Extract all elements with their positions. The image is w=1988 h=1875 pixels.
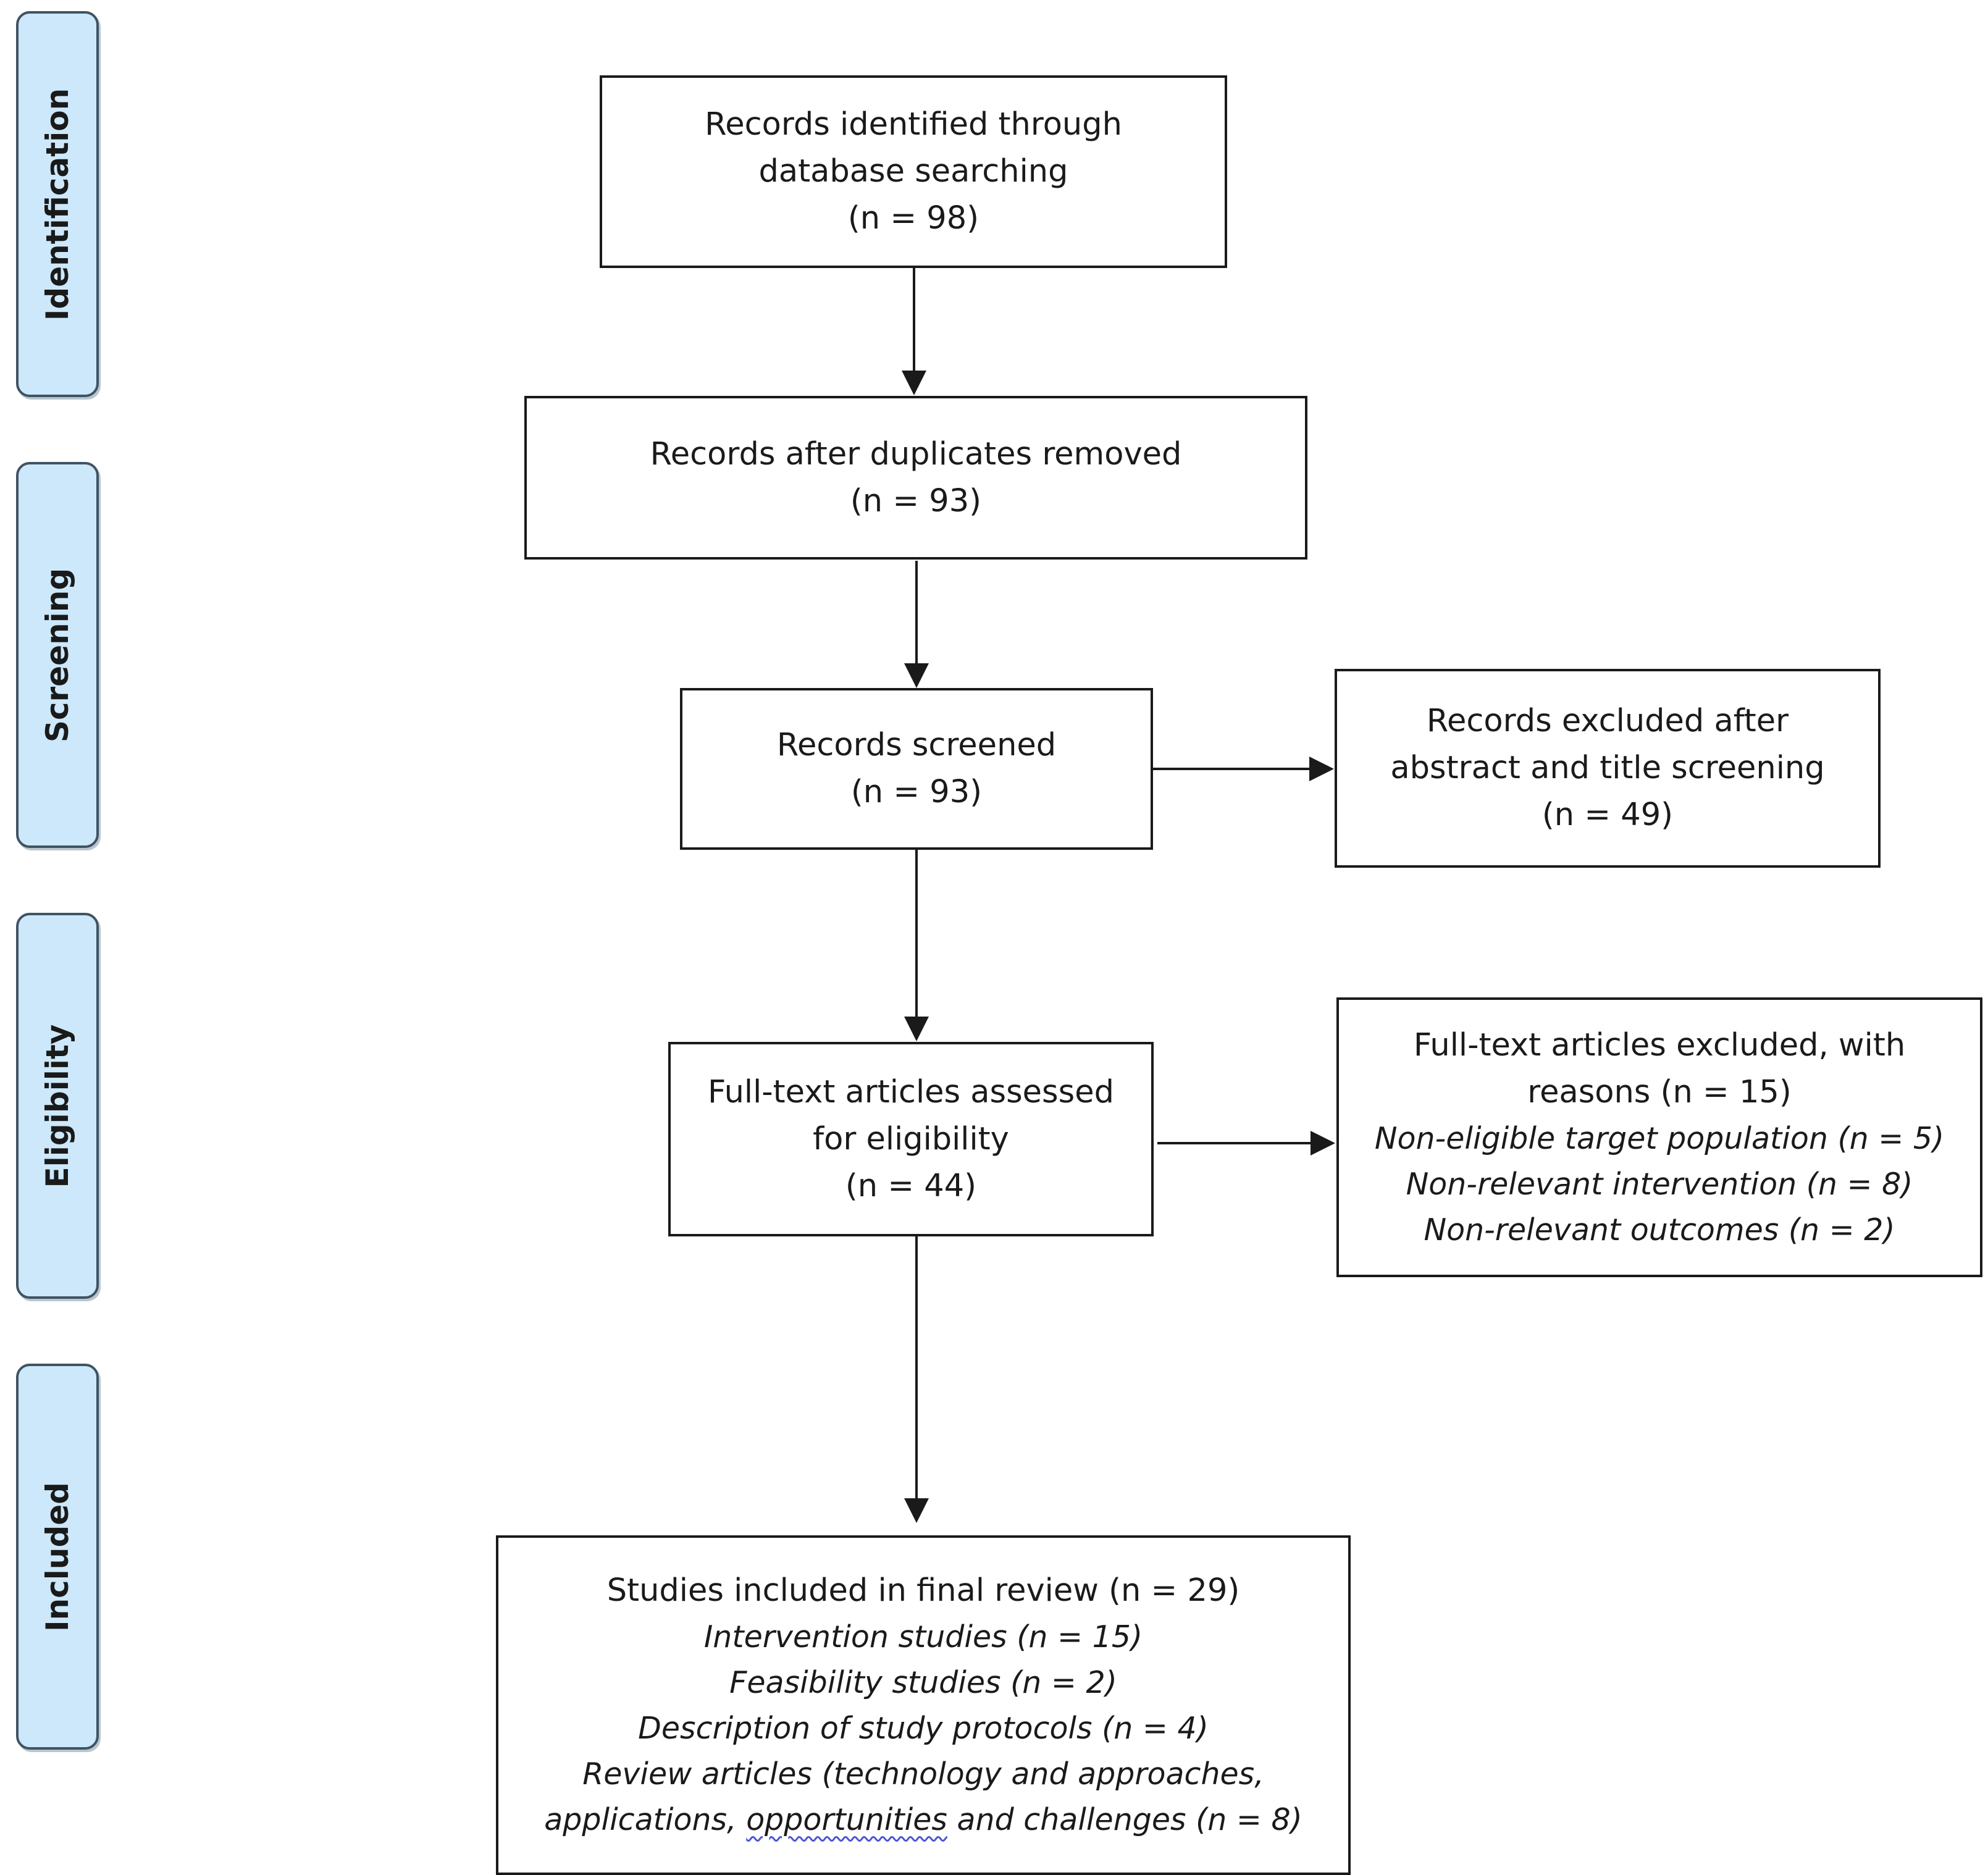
exclusion-reason: Non-relevant intervention (n = 8) (1406, 1166, 1913, 1202)
box-line: Records screened (776, 727, 1057, 763)
box-studies-included: Studies included in final review (n = 29… (496, 1535, 1351, 1875)
box-records-screened: Records screened (n = 93) (680, 688, 1153, 850)
included-item-part: and challenges (n = 8) (947, 1802, 1302, 1837)
box-records-deduplicated: Records after duplicates removed (n = 93… (524, 396, 1307, 560)
box-line: Records identified through (705, 106, 1122, 143)
included-item-part: applications, (544, 1802, 747, 1837)
stage-screening: Screening (16, 462, 99, 848)
exclusion-reason: Non-relevant outcomes (n = 2) (1424, 1212, 1895, 1248)
box-line: for eligibility (813, 1120, 1009, 1157)
box-records-excluded-screening: Records excluded after abstract and titl… (1335, 669, 1881, 868)
box-line: (n = 49) (1541, 797, 1674, 833)
box-line: Full-text articles excluded, with (1413, 1026, 1906, 1063)
box-records-identified: Records identified through database sear… (600, 75, 1227, 268)
stage-eligibility: Eligibility (16, 913, 99, 1299)
spellcheck-word: opportunities (746, 1802, 947, 1837)
box-line: (n = 93) (850, 482, 982, 519)
box-line: Records excluded after (1426, 703, 1789, 739)
box-line: database searching (758, 153, 1068, 190)
box-line: (n = 98) (847, 200, 979, 237)
box-fulltext-assessed: Full-text articles assessed for eligibil… (668, 1042, 1154, 1236)
stage-included: Included (16, 1364, 99, 1750)
box-line: (n = 44) (845, 1167, 977, 1204)
exclusion-reason: Non-eligible target population (n = 5) (1374, 1120, 1945, 1156)
box-fulltext-excluded: Full-text articles excluded, with reason… (1336, 997, 1982, 1277)
included-item: Review articles (technology and approach… (582, 1756, 1264, 1792)
box-title: Studies included in final review (n = 29… (606, 1572, 1240, 1609)
box-line: abstract and title screening (1390, 750, 1825, 786)
included-item-last: applications, opportunities and challeng… (544, 1797, 1302, 1843)
box-line: Records after duplicates removed (650, 435, 1182, 472)
included-item: Description of study protocols (n = 4) (638, 1711, 1209, 1746)
included-item: Feasibility studies (n = 2) (729, 1665, 1117, 1700)
stage-identification: Identification (16, 11, 99, 397)
box-line: reasons (n = 15) (1527, 1073, 1792, 1110)
box-line: Full-text articles assessed (708, 1073, 1114, 1110)
box-line: (n = 93) (850, 774, 983, 810)
included-item: Intervention studies (n = 15) (703, 1619, 1143, 1655)
